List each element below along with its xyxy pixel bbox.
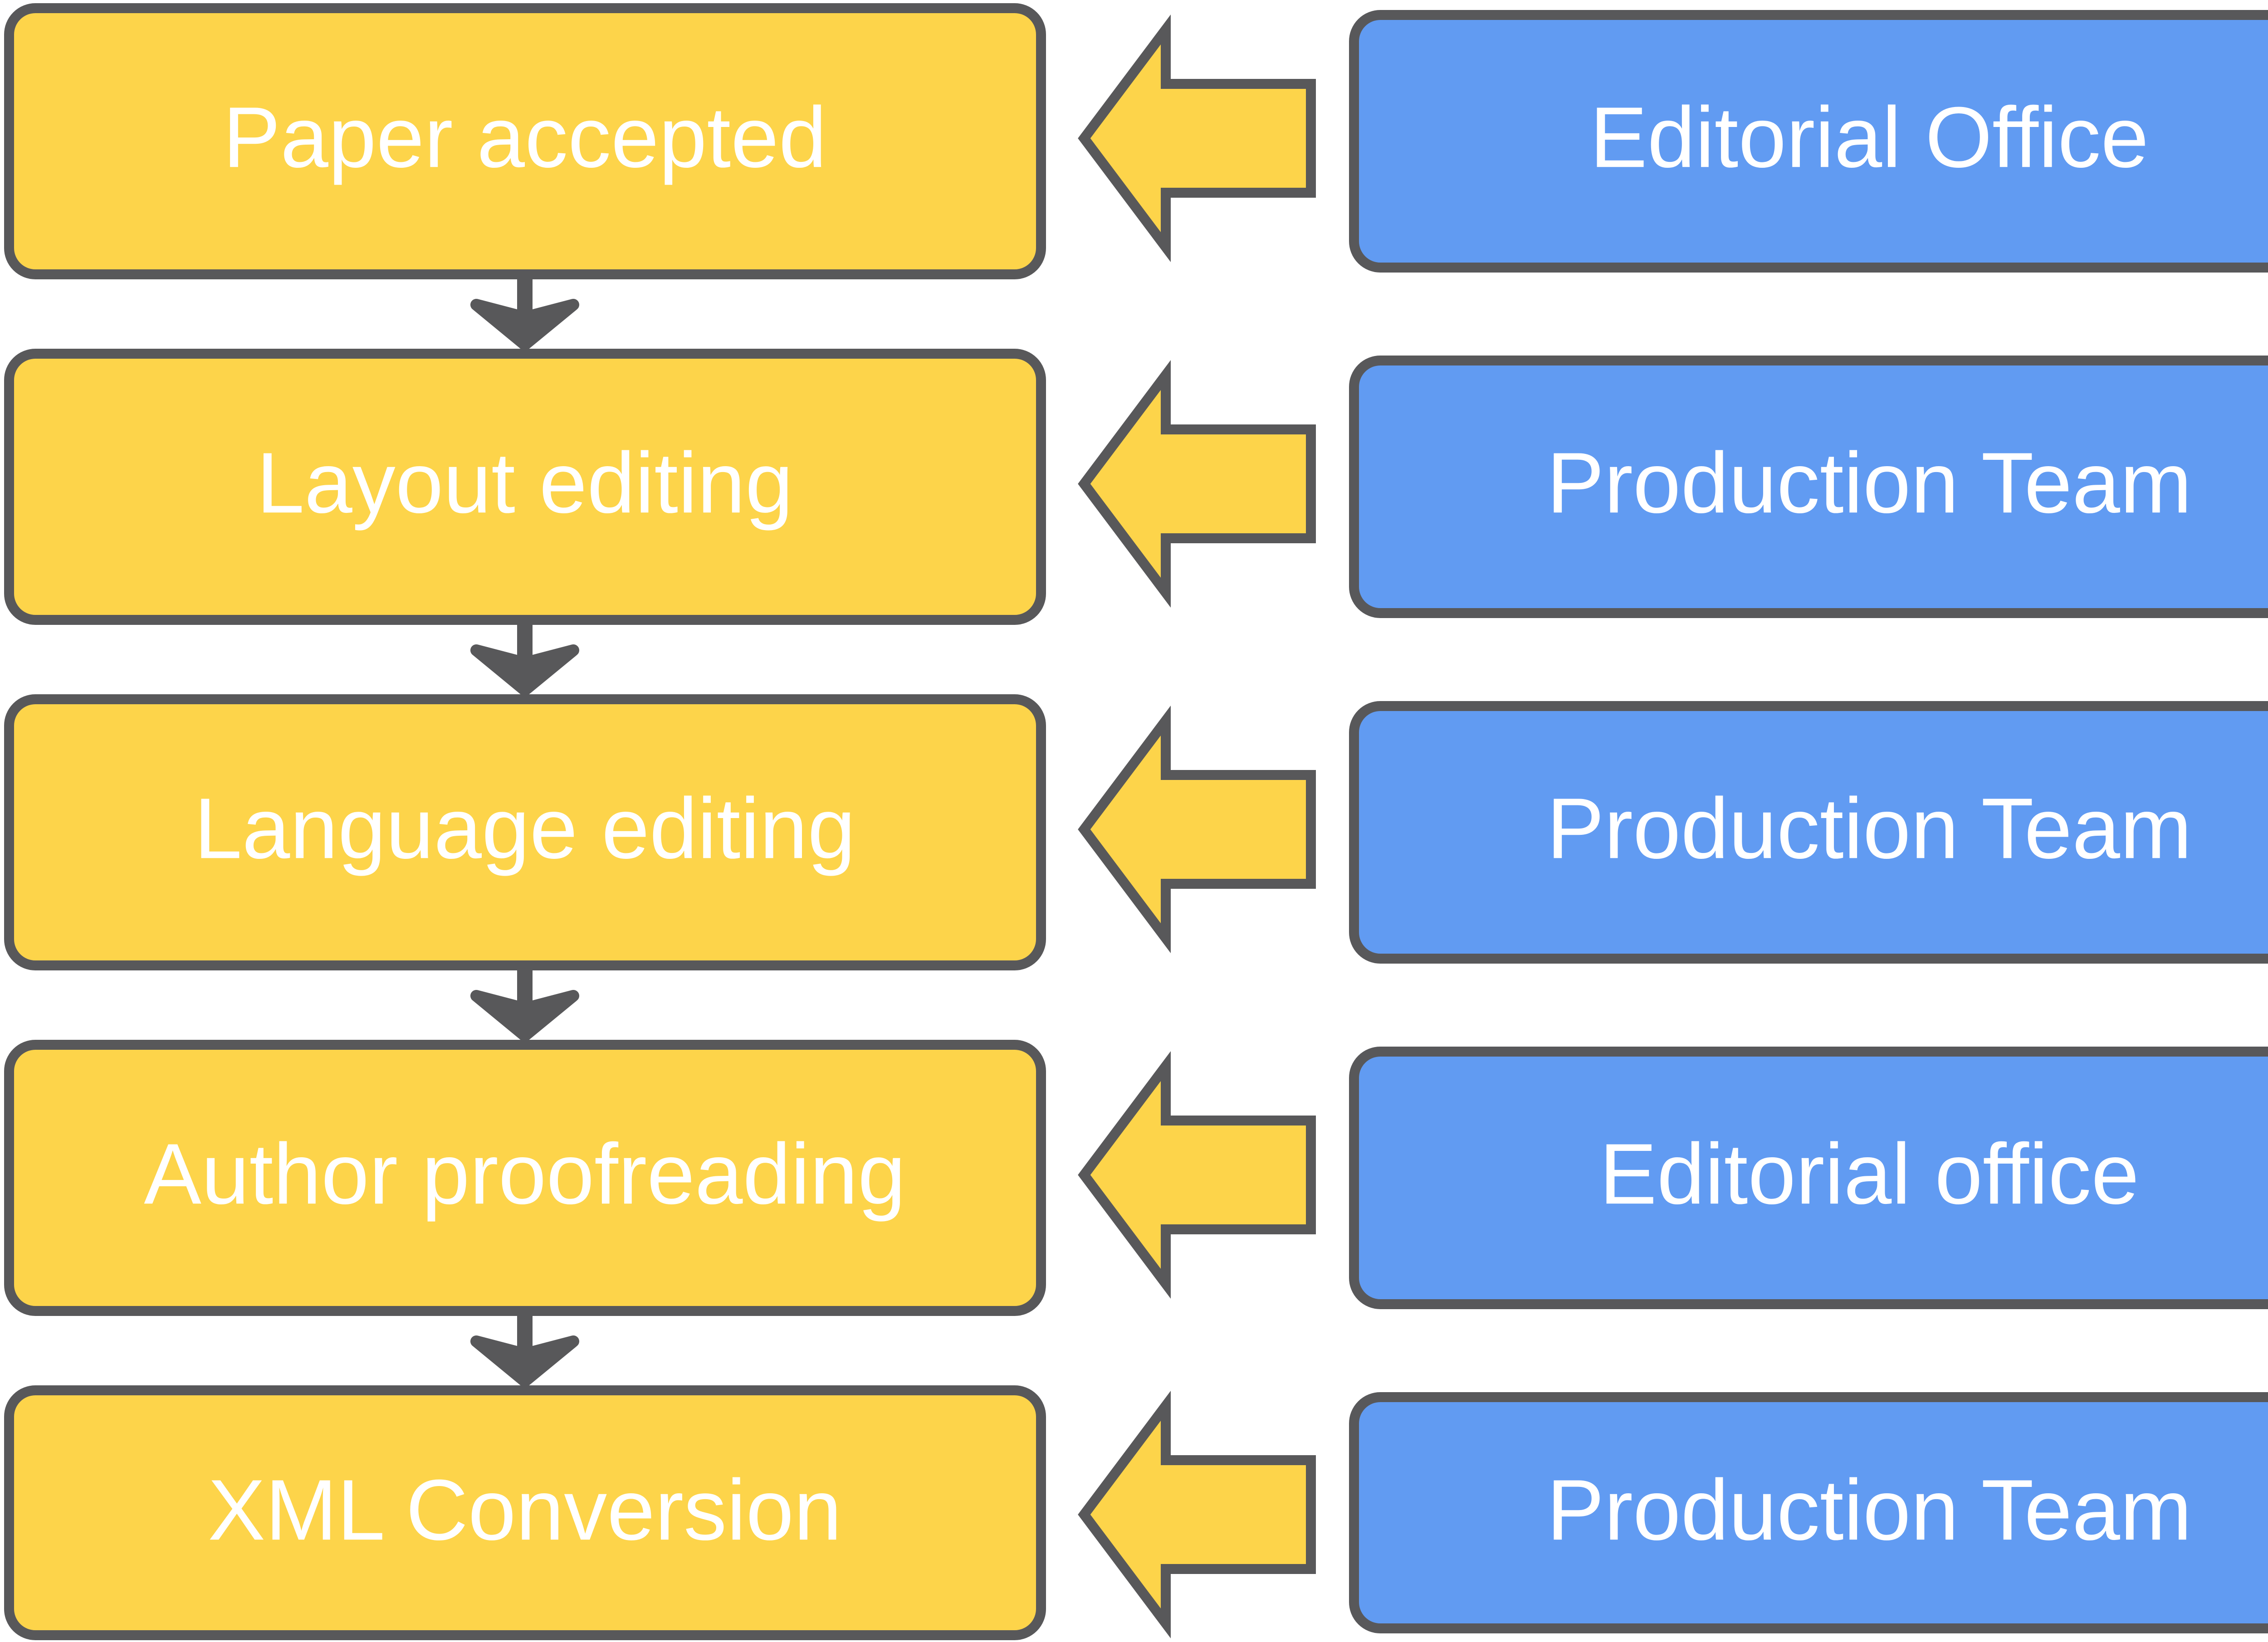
arrow-down-icon [470, 1335, 579, 1387]
actor-label: Production Team [1547, 780, 2192, 877]
actor-box[interactable] [1349, 1047, 2268, 1309]
actor-box[interactable] [1349, 701, 2268, 964]
arrow-left-icon [1078, 1051, 1316, 1299]
workflow-row: Layout editing Production Team [4, 349, 2268, 696]
arrow-down-icon [470, 990, 579, 1042]
actor-label: Editorial office [1599, 1126, 2139, 1222]
actor-label: Production Team [1547, 1462, 2192, 1558]
stage-box[interactable] [4, 1385, 1046, 1640]
stage-label: XML Conversion [208, 1462, 841, 1558]
stage-label: Language editing [194, 780, 855, 877]
arrow-down-icon [470, 644, 579, 696]
arrow-left-icon [1078, 360, 1316, 608]
stage-label: Author proofreading [144, 1126, 905, 1222]
stage-label: Layout editing [256, 435, 793, 531]
actor-box[interactable] [1349, 1392, 2268, 1633]
workflow-row: Language editing Production Team [4, 694, 2268, 1042]
workflow-row: Paper accepted Editorial Office [4, 3, 2268, 351]
arrow-left-icon [1078, 706, 1316, 953]
actor-box[interactable] [1349, 356, 2268, 618]
actor-label: Production Team [1547, 435, 2192, 531]
workflow-row: XML Conversion Production Team [4, 1385, 2268, 1640]
stage-label: Paper accepted [223, 89, 827, 185]
actor-box[interactable] [1349, 10, 2268, 273]
arrow-left-icon [1078, 1391, 1316, 1638]
actor-label: Editorial Office [1590, 89, 2149, 185]
workflow-row: Author proofreading Editorial office [4, 1040, 2268, 1387]
arrow-left-icon [1078, 15, 1316, 262]
arrow-down-icon [470, 299, 579, 351]
